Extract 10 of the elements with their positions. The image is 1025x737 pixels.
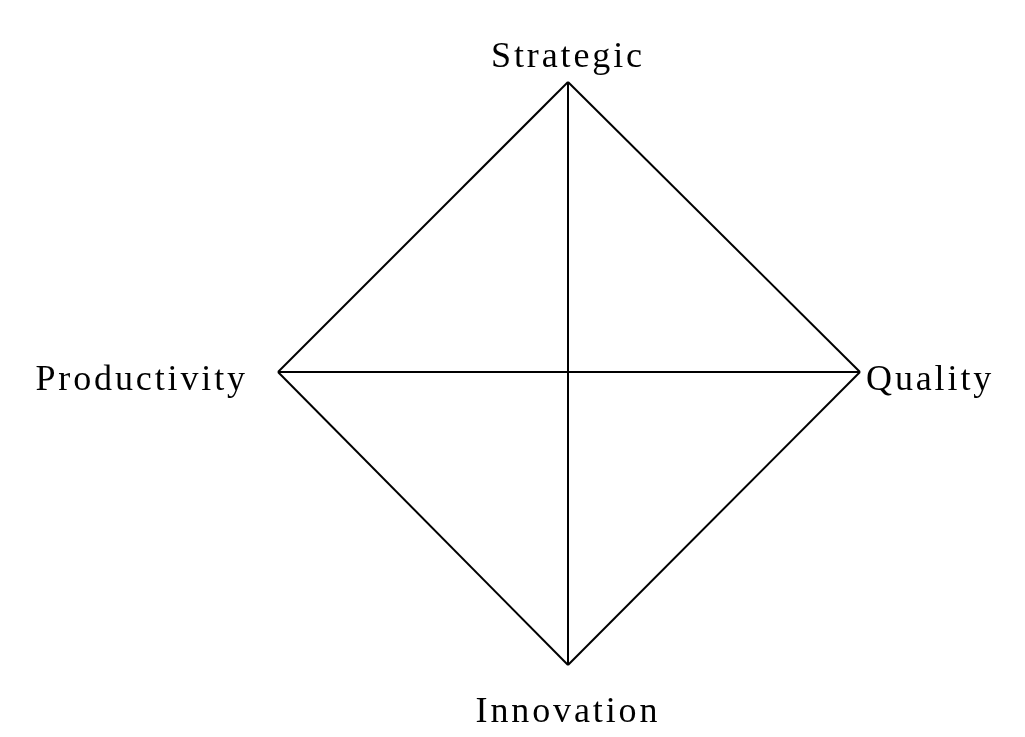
- axis-label: Quality: [866, 357, 995, 399]
- connector-line: [567, 81, 569, 666]
- connector-line: [567, 81, 861, 373]
- connector-line: [277, 371, 569, 666]
- axis-label: Strategic: [491, 34, 645, 76]
- connector-line: [277, 371, 861, 373]
- axis-label: Innovation: [475, 689, 661, 731]
- connector-line: [277, 81, 569, 373]
- connector-line: [567, 371, 861, 666]
- axis-label: Productivity: [35, 357, 248, 399]
